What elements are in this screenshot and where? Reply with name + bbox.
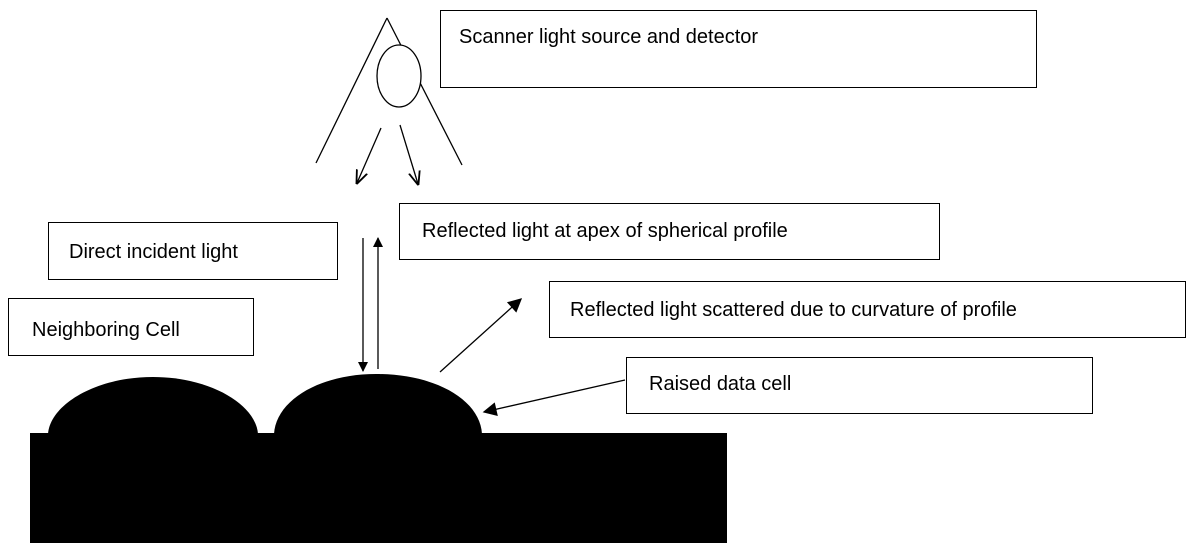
substrate-block [30, 433, 727, 543]
raised-cell-pointer-arrow [482, 379, 626, 417]
scanner-label: Scanner light source and detector [459, 26, 759, 48]
scattered-reflection-arrow [439, 298, 523, 373]
direct-incident-label: Direct incident light [69, 241, 238, 263]
scanner-label-box: Scanner light source and detector [440, 10, 1037, 88]
raised-cell-label-box: Raised data cell [626, 357, 1093, 414]
neighboring-cell-bump [48, 377, 258, 434]
scanner-source-icon [315, 17, 463, 166]
neighboring-cell-label-box: Neighboring Cell [8, 298, 254, 356]
scanner-lens [376, 44, 422, 108]
scanner-cone-right [386, 17, 463, 166]
scanner-cone-left [315, 17, 388, 164]
apex-reflection-label: Reflected light at apex of spherical pro… [422, 220, 788, 242]
scattered-reflection-label: Reflected light scattered due to curvatu… [570, 299, 1017, 321]
neighboring-cell-label: Neighboring Cell [32, 319, 180, 341]
apex-reflection-label-box: Reflected light at apex of spherical pro… [399, 203, 940, 260]
emitted-light-arrow-left [357, 127, 382, 183]
scattered-reflection-label-box: Reflected light scattered due to curvatu… [549, 281, 1186, 338]
raised-cell-label: Raised data cell [649, 373, 792, 395]
emitted-light-arrow-right [399, 124, 418, 184]
direct-incident-label-box: Direct incident light [48, 222, 338, 280]
raised-data-cell-bump [274, 374, 482, 434]
